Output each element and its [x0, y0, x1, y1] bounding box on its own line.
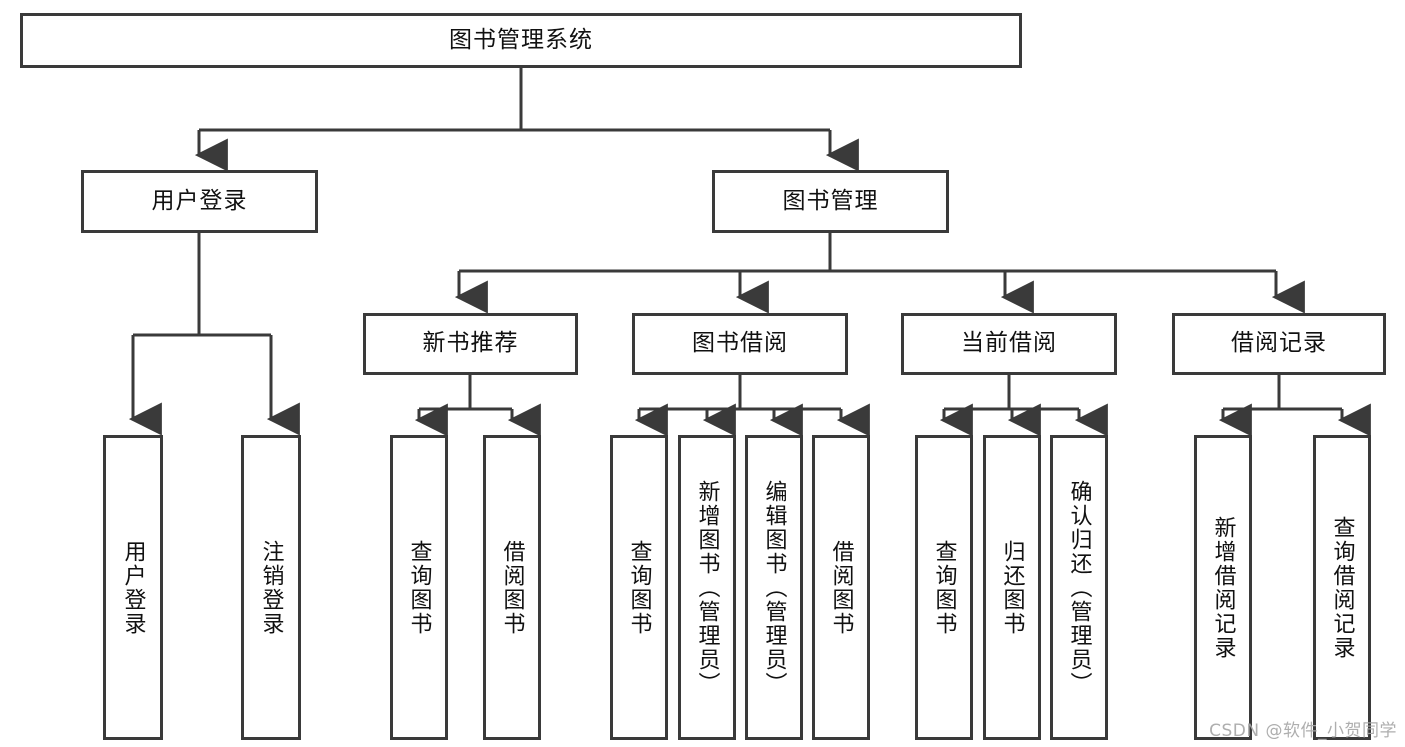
- node-label: 借阅图书: [499, 539, 525, 636]
- node-label: 图书管理: [782, 187, 879, 214]
- node-label: 图书管理系统: [449, 26, 593, 53]
- node-label: 确认归还（管理员）: [1066, 479, 1092, 696]
- node-label: 新增图书（管理员）: [694, 479, 720, 696]
- node-label: 借阅记录: [1231, 330, 1327, 357]
- node-leaf-logout-login[interactable]: 注销登录: [241, 435, 301, 740]
- node-leaf-confirm-return[interactable]: 确认归还（管理员）: [1050, 435, 1108, 740]
- node-leaf-query-book-3[interactable]: 查询图书: [915, 435, 973, 740]
- node-leaf-add-borrow-record[interactable]: 新增借阅记录: [1194, 435, 1252, 740]
- node-leaf-query-book-2[interactable]: 查询图书: [610, 435, 668, 740]
- node-label: 用户登录: [120, 539, 146, 636]
- node-label: 归还图书: [999, 539, 1025, 636]
- node-leaf-query-borrow-record[interactable]: 查询借阅记录: [1313, 435, 1371, 740]
- node-leaf-borrow-book-2[interactable]: 借阅图书: [812, 435, 870, 740]
- node-leaf-add-book[interactable]: 新增图书（管理员）: [678, 435, 736, 740]
- node-label: 图书借阅: [692, 330, 788, 357]
- node-label: 当前借阅: [961, 330, 1057, 357]
- node-new-book-recommend[interactable]: 新书推荐: [363, 313, 578, 375]
- node-label: 新增借阅记录: [1210, 515, 1236, 660]
- node-book-management[interactable]: 图书管理: [712, 170, 949, 233]
- node-leaf-borrow-book-1[interactable]: 借阅图书: [483, 435, 541, 740]
- node-leaf-user-login[interactable]: 用户登录: [103, 435, 163, 740]
- node-label: 查询借阅记录: [1329, 515, 1355, 660]
- node-label: 编辑图书（管理员）: [761, 479, 787, 696]
- node-label: 查询图书: [626, 539, 652, 636]
- node-leaf-edit-book[interactable]: 编辑图书（管理员）: [745, 435, 803, 740]
- node-leaf-return-book[interactable]: 归还图书: [983, 435, 1041, 740]
- node-user-login[interactable]: 用户登录: [81, 170, 318, 233]
- node-current-borrow[interactable]: 当前借阅: [901, 313, 1117, 375]
- node-label: 查询图书: [406, 539, 432, 636]
- node-leaf-query-book-1[interactable]: 查询图书: [390, 435, 448, 740]
- node-label: 借阅图书: [828, 539, 854, 636]
- node-label: 新书推荐: [422, 330, 519, 357]
- node-book-borrow[interactable]: 图书借阅: [632, 313, 848, 375]
- node-label: 用户登录: [151, 187, 248, 214]
- node-borrow-record[interactable]: 借阅记录: [1172, 313, 1386, 375]
- node-label: 注销登录: [258, 539, 284, 636]
- node-book-management-system[interactable]: 图书管理系统: [20, 13, 1022, 68]
- node-label: 查询图书: [931, 539, 957, 636]
- csdn-watermark: CSDN @软件_小贺同学: [1209, 721, 1397, 741]
